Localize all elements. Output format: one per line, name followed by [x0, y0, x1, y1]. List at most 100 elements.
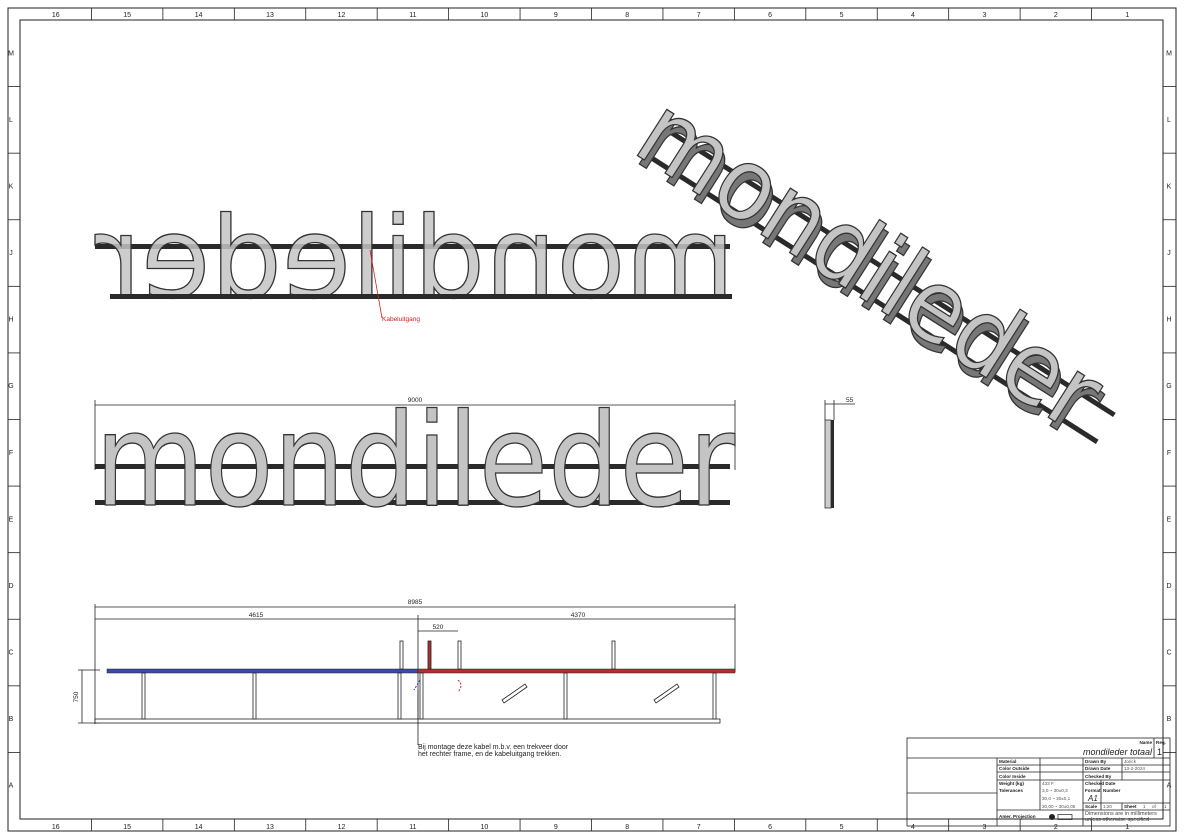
dimensions-note: Dimensions are in millimeters unless oth… — [1085, 811, 1157, 824]
iso-frame-bar-bottom — [640, 149, 1099, 445]
format-label: Format — [1085, 788, 1101, 793]
front-frame-bar-lower — [95, 500, 730, 505]
column-marker: 5 — [840, 12, 844, 19]
top-view: mondileder Kabeluitgang — [93, 193, 735, 324]
row-marker: C — [1166, 650, 1171, 657]
sheet-value: 1 — [1143, 804, 1146, 809]
column-marker: 16 — [52, 12, 60, 19]
column-marker: 10 — [480, 824, 488, 831]
front-frame-bar-upper — [95, 464, 730, 469]
row-marker: L — [9, 117, 13, 124]
tolerances-label: Tolerances — [999, 788, 1023, 793]
mounting-note-line2: het rechter frame, en de kabeluitgang tr… — [418, 751, 561, 758]
row-marker: E — [1167, 516, 1172, 523]
drawn-date-value: 13-2-2024 — [1124, 766, 1145, 771]
front-view: 9000 mondileder — [94, 386, 736, 536]
title-block: Name Req. mondileder totaal 1 Material C… — [906, 737, 1171, 827]
front-view-letters: mondileder — [95, 387, 735, 536]
drawn-by-value: Jorick — [1124, 759, 1137, 764]
dim-520: 520 — [433, 624, 444, 631]
row-marker: B — [9, 716, 14, 723]
row-marker: A — [9, 783, 14, 790]
row-marker: M — [1166, 50, 1172, 57]
row-marker: F — [1167, 450, 1171, 457]
row-marker: H — [8, 317, 13, 324]
column-marker: 10 — [480, 12, 488, 19]
column-marker: 4 — [911, 824, 915, 831]
row-marker: K — [1167, 183, 1172, 190]
column-marker: 16 — [52, 824, 60, 831]
callout-leader — [369, 249, 383, 319]
material-label: Material — [999, 759, 1016, 764]
dim-750: 750 — [73, 691, 80, 702]
dim-4615: 4615 — [249, 612, 264, 619]
dim-8985: 8985 — [408, 599, 423, 606]
column-marker: 8 — [625, 12, 629, 19]
side-letter-profile — [824, 419, 832, 509]
column-marker: 3 — [982, 824, 986, 831]
row-marker: G — [8, 383, 13, 390]
column-marker: 5 — [840, 824, 844, 831]
projection-symbol-icon — [1049, 814, 1073, 820]
tolerance-1: 3,0 ~ 30±0,3 — [1042, 788, 1068, 793]
dim-9000: 9000 — [408, 397, 423, 404]
frame-bottom-bar — [94, 718, 721, 724]
weight-label: Weight (kg) — [999, 781, 1024, 786]
sheet-total: 1 — [1164, 804, 1167, 809]
row-marker: L — [1167, 117, 1171, 124]
drawn-by-label: Drawn By — [1085, 759, 1107, 764]
column-marker: 9 — [554, 12, 558, 19]
column-marker: 13 — [266, 824, 274, 831]
row-marker: K — [9, 183, 14, 190]
name-label: Name — [1139, 740, 1152, 745]
tolerance-3: 30,00 ~ 30±0,05 — [1042, 804, 1076, 809]
frame-view: 8985 4615 4370 520 750 Bij montage deze … — [73, 599, 736, 758]
checked-date-label: Checked Date — [1085, 781, 1116, 786]
column-marker: 14 — [195, 12, 203, 19]
color-outside-label: Color Outside — [999, 766, 1030, 771]
checked-by-label: Checked By — [1085, 774, 1112, 779]
iso-frame-bar-top — [657, 122, 1116, 418]
column-marker: 3 — [982, 12, 986, 19]
dim-4370: 4370 — [571, 612, 586, 619]
column-marker: 4 — [911, 12, 915, 19]
side-view: 55 — [824, 397, 855, 509]
row-marker: H — [1166, 317, 1171, 324]
column-markers: 1616151514141313121211111010998877665544… — [52, 8, 1129, 831]
column-marker: 11 — [409, 12, 416, 19]
row-marker: D — [8, 583, 13, 590]
format-value: A1 — [1087, 794, 1098, 803]
column-marker: 7 — [697, 824, 701, 831]
row-marker: C — [8, 650, 13, 657]
of-label: of — [1152, 804, 1157, 809]
weight-value: 433 F — [1042, 781, 1054, 786]
left-frame-blue — [106, 668, 419, 674]
column-marker: 9 — [554, 824, 558, 831]
row-marker: A — [1167, 783, 1172, 790]
top-view-letters: mondileder — [94, 194, 735, 324]
row-marker: F — [9, 450, 13, 457]
column-marker: 1 — [1125, 12, 1129, 19]
row-marker: J — [1167, 250, 1171, 257]
column-marker: 2 — [1054, 12, 1058, 19]
row-marker: B — [1167, 716, 1172, 723]
mounting-note-line1: Bij montage deze kabel m.b.v. een trekve… — [418, 744, 569, 751]
column-marker: 15 — [123, 824, 131, 831]
column-marker: 1 — [1125, 824, 1129, 831]
tolerance-2: 30,0 ~ 30±0,1 — [1042, 796, 1071, 801]
column-marker: 12 — [338, 12, 346, 19]
top-frame-bar-upper — [95, 244, 730, 249]
dim-55: 55 — [846, 397, 854, 404]
column-marker: 11 — [409, 824, 416, 831]
row-marker: J — [9, 250, 13, 257]
kabeluitgang-label: Kabeluitgang — [382, 316, 420, 323]
req-value: 1 — [1157, 747, 1162, 757]
row-marker: M — [8, 50, 14, 57]
right-frame-red — [417, 668, 736, 674]
sheet-label: Sheet — [1124, 804, 1137, 809]
number-label: Number — [1103, 788, 1121, 793]
column-marker: 6 — [768, 824, 772, 831]
part-name: mondileder totaal — [1083, 747, 1153, 757]
